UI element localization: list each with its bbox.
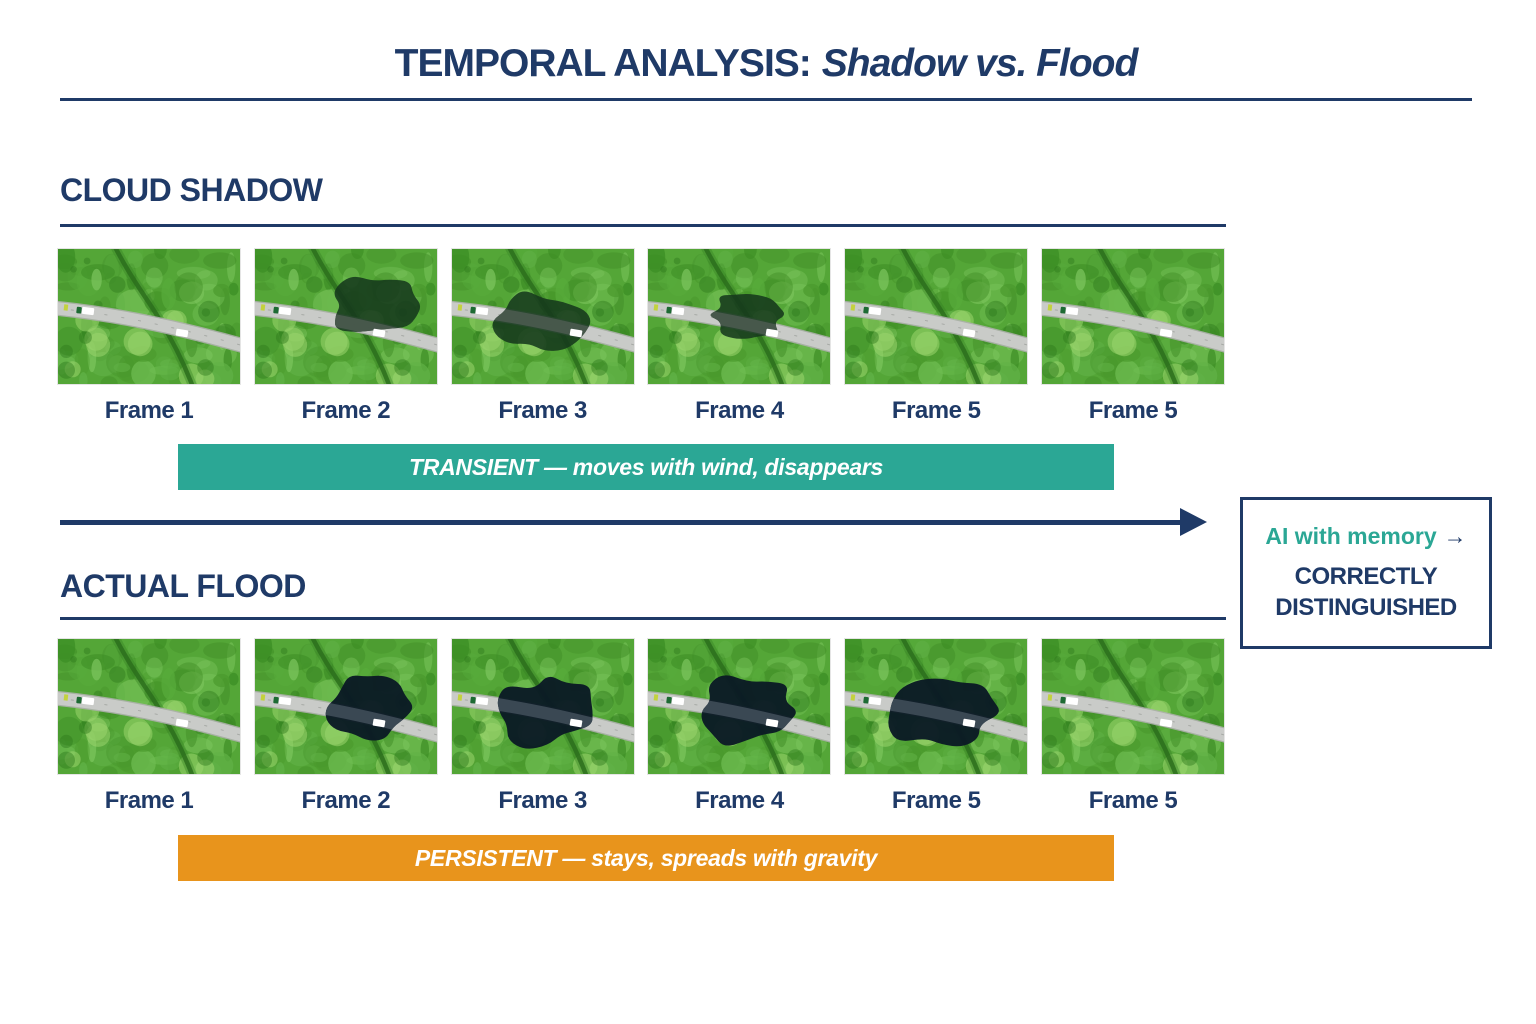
frame-cell: Frame 5 xyxy=(845,639,1028,815)
frame-cell: Frame 2 xyxy=(254,639,437,815)
frame-label: Frame 4 xyxy=(695,787,784,814)
cloud-shadow-frame-image xyxy=(254,249,437,384)
result-box: AI with memory→ CORRECTLY DISTINGUISHED xyxy=(1240,497,1492,649)
ai-memory-label: AI with memory→ xyxy=(1265,523,1466,550)
actual-flood-frame-image xyxy=(451,639,634,774)
frame-label: Frame 2 xyxy=(301,397,391,424)
cloud-shadow-frame-image xyxy=(58,249,240,384)
frame-cell: Frame 1 xyxy=(58,249,240,425)
result-verdict-label: CORRECTLY DISTINGUISHED xyxy=(1275,562,1457,621)
frame-label: Frame 1 xyxy=(104,397,194,424)
cloud-shadow-frame-image xyxy=(648,249,831,384)
section-heading-actual-flood: ACTUAL FLOOD xyxy=(60,568,306,604)
cloud-shadow-frame-image xyxy=(1041,249,1224,384)
frame-label: Frame 3 xyxy=(498,787,587,814)
right-arrow-icon: → xyxy=(1443,522,1467,549)
actual-flood-frame-image xyxy=(1041,639,1224,774)
frame-label: Frame 5 xyxy=(1088,787,1178,814)
actual-flood-frame-image xyxy=(58,639,240,774)
frame-label: Frame 2 xyxy=(301,787,391,814)
timeline-arrow-head-icon xyxy=(1180,508,1207,536)
cloud-shadow-frame-image xyxy=(451,249,634,384)
cloud-shadow-rule xyxy=(60,224,1226,227)
frame-cell: Frame 5 xyxy=(1041,639,1224,815)
frame-cell: Frame 5 xyxy=(1041,249,1224,425)
frame-cell: Frame 3 xyxy=(451,639,634,815)
title-rule xyxy=(60,98,1472,101)
cloud-shadow-frames-row: Frame 1 Frame 2 Frame 3 Frame 4 Frame 5 Frame… xyxy=(58,249,1224,425)
frame-cell: Frame 5 xyxy=(845,249,1028,425)
ai-memory-text: AI with memory xyxy=(1265,522,1437,549)
frame-label: Frame 4 xyxy=(695,397,784,424)
frame-label: Frame 5 xyxy=(891,787,981,814)
frame-label: Frame 5 xyxy=(1088,397,1178,424)
persistent-banner: PERSISTENT — stays, spreads with gravity xyxy=(178,835,1114,881)
transient-banner: TRANSIENT — moves with wind, disappears xyxy=(178,444,1114,490)
frame-label: Frame 5 xyxy=(891,397,981,424)
page-title: TEMPORAL ANALYSIS:Shadow vs. Flood xyxy=(60,42,1472,86)
frame-cell: Frame 4 xyxy=(648,249,831,425)
actual-flood-frames-row: Frame 1 Frame 2 Frame 3 Frame 4 Frame 5 Frame… xyxy=(58,639,1224,815)
frame-cell: Frame 4 xyxy=(648,639,831,815)
actual-flood-frame-image xyxy=(254,639,437,774)
frame-cell: Frame 1 xyxy=(58,639,240,815)
page-title-emphasis: Shadow vs. Flood xyxy=(821,42,1139,85)
actual-flood-rule xyxy=(60,617,1226,620)
frame-label: Frame 3 xyxy=(498,397,587,424)
section-heading-cloud-shadow: CLOUD SHADOW xyxy=(60,172,323,208)
actual-flood-frame-image xyxy=(648,639,831,774)
frame-cell: Frame 2 xyxy=(254,249,437,425)
timeline-arrow-line xyxy=(60,520,1182,525)
frame-cell: Frame 3 xyxy=(451,249,634,425)
actual-flood-frame-image xyxy=(845,639,1028,774)
page-title-main: TEMPORAL ANALYSIS: xyxy=(394,42,812,85)
frame-label: Frame 1 xyxy=(104,787,194,814)
cloud-shadow-frame-image xyxy=(845,249,1028,384)
